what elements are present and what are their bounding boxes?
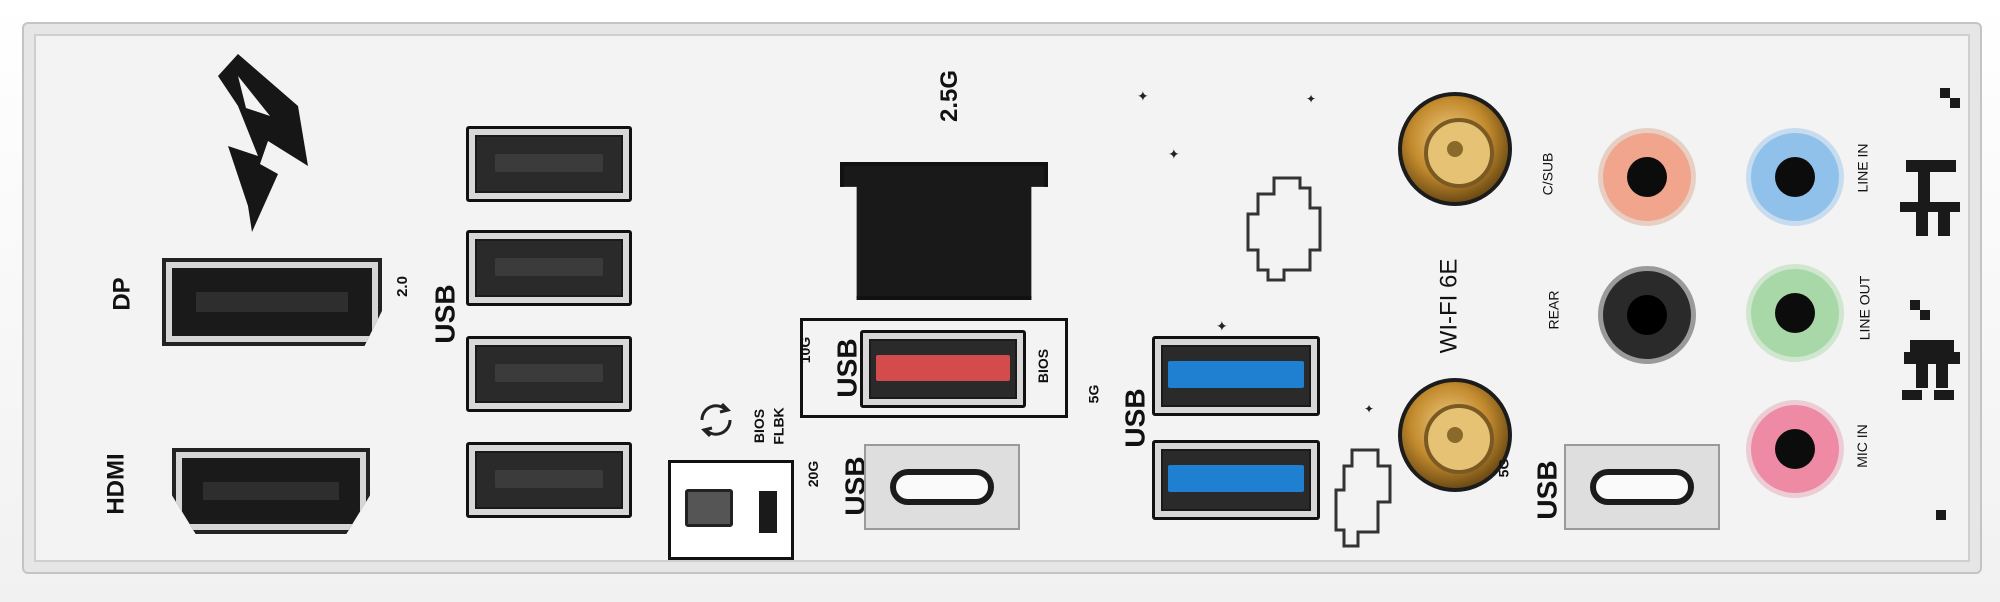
ethernet-port[interactable] [840,162,1048,300]
star-decoration-1: ✦ [1137,88,1149,104]
usb20g-typec-port[interactable] [864,444,1020,530]
lan-speed-label: 2.5G [936,69,964,123]
usb5g-typec-port[interactable] [1564,444,1720,530]
usb10g-label: USB [831,338,863,398]
rear-jack[interactable] [1598,266,1696,364]
usb2-port-4[interactable] [466,442,632,518]
usb5g-right-speed-label: 5G [1495,458,1512,478]
usb5g-mid-label: USB [1119,388,1151,448]
hdmi-port[interactable] [172,448,370,534]
line-in-label: LINE IN [1854,143,1871,193]
wifi-antenna-connector-2[interactable] [1398,378,1512,492]
circular-arrows-icon [700,402,732,438]
line-out-jack[interactable] [1746,264,1844,362]
usb20-label: USB [429,284,461,344]
star-decoration-3: ✦ [1306,92,1317,106]
usb5g-port-1[interactable] [1152,336,1320,416]
rog-logo-icon [218,54,308,232]
usb2-port-3[interactable] [466,336,632,412]
star-decoration-5: ✦ [1364,402,1375,416]
pixel-art-decoration [1900,88,1960,520]
usb10g-frame [800,318,1068,418]
usb2-port-2[interactable] [466,230,632,306]
usb20g-speed-label: 20G [805,460,822,488]
rear-label: REAR [1545,290,1562,330]
cloud-decoration-2 [1334,448,1392,548]
usb2-port-1[interactable] [466,126,632,202]
dp-label: DP [108,277,136,311]
hdmi-label: HDMI [102,453,130,515]
bios-flashback-button[interactable] [668,460,794,560]
usb5g-right-label: USB [1531,460,1563,520]
bios-port-label: BIOS [1035,348,1052,384]
line-out-label: LINE OUT [1856,275,1873,341]
usb10g-bios-port[interactable] [860,330,1026,408]
usb20-version-label: 2.0 [393,276,411,297]
mic-in-label: MIC IN [1853,424,1870,468]
displayport-port[interactable] [162,258,382,346]
csub-jack[interactable] [1598,128,1696,226]
usb5g-mid-speed-label: 5G [1085,384,1102,404]
cloud-decoration-1 [1246,176,1322,282]
usb5g-port-2[interactable] [1152,440,1320,520]
star-decoration-4: ✦ [1216,318,1228,334]
line-in-jack[interactable] [1746,128,1844,226]
wifi-antenna-connector-1[interactable] [1398,92,1512,206]
mic-in-jack[interactable] [1746,400,1844,498]
bios-flbk-label-1: BIOS [751,408,768,444]
wifi-label: WI-FI 6E [1435,258,1463,354]
bios-flbk-label-2: FLBK [770,407,787,445]
csub-label: C/SUB [1539,152,1556,196]
star-decoration-2: ✦ [1168,146,1180,162]
usb10g-speed-label: 10G [797,336,814,364]
